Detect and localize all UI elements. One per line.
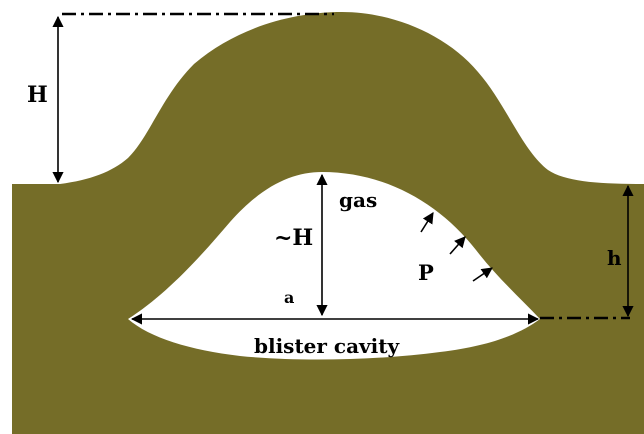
label-gas: gas [339,188,378,212]
label-H: H [27,82,48,108]
label-P: P [418,260,434,285]
label-approx-H: ~H [274,225,314,251]
label-blister-cavity: blister cavity [254,334,400,358]
label-a: a [284,288,295,307]
blister-cavity [128,172,540,360]
pressure-arrow [420,212,434,233]
pressure-arrow [472,267,493,282]
label-h: h [607,246,622,270]
pressure-arrow [449,236,466,255]
